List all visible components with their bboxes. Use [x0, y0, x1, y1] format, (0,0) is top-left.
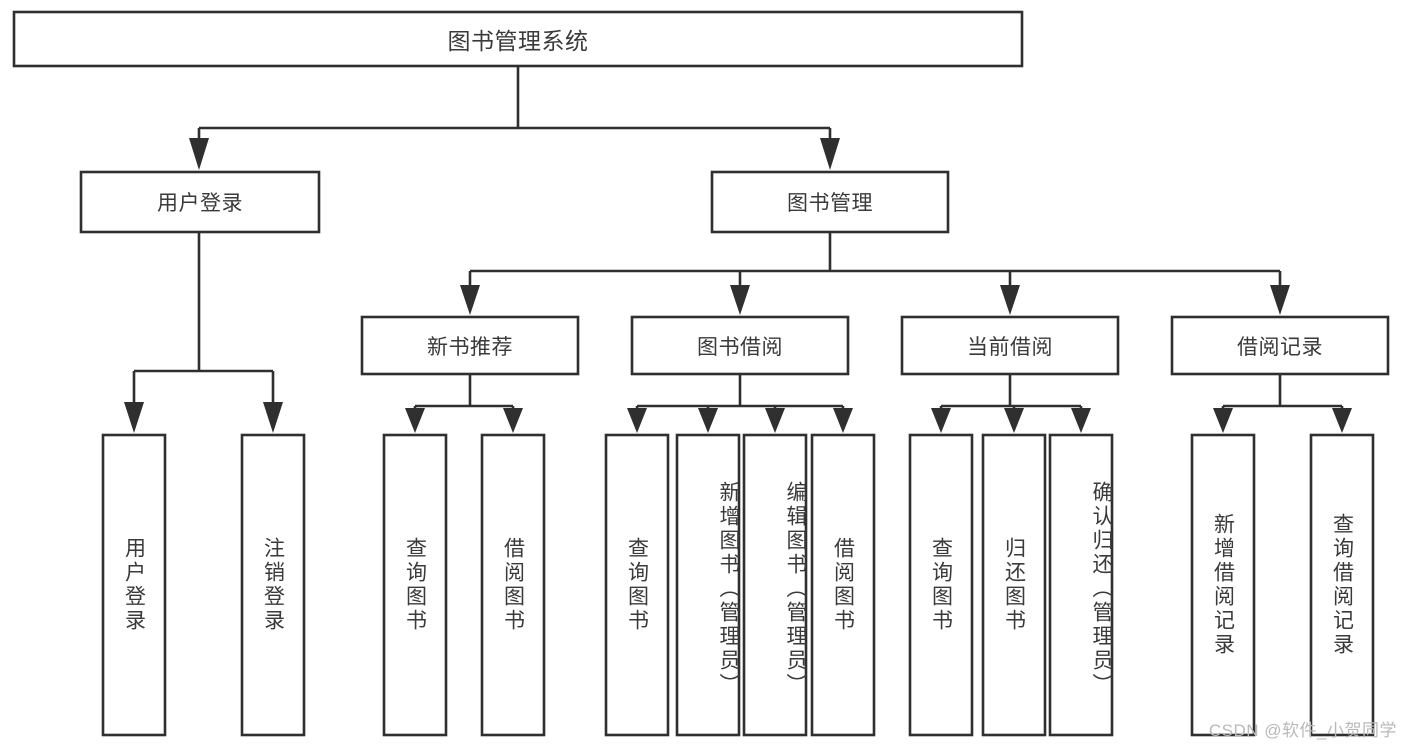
arrow-head-user-login [189, 138, 209, 170]
arrow-head-borrow-book-recommend [503, 408, 523, 433]
node-box-leaf-edit-book-admin[interactable] [742, 433, 808, 737]
node-box-leaf-query-book-borrow[interactable] [604, 433, 670, 737]
arrow-head-current-borrow [1000, 285, 1020, 315]
arrow-head-new-book-recommend [460, 285, 480, 315]
node-box-leaf-borrow-book-recommend[interactable] [480, 433, 546, 737]
node-box-book-management[interactable] [710, 170, 950, 234]
arrow-head-book-management [820, 138, 840, 170]
node-box-leaf-add-book-admin[interactable] [675, 433, 741, 737]
arrow-head-query-book-recommend [405, 408, 425, 433]
node-box-leaf-query-borrow-record[interactable] [1309, 433, 1375, 737]
connector-group [124, 66, 1352, 433]
node-box-leaf-borrow-book[interactable] [810, 433, 876, 737]
arrow-head-edit-book-admin [765, 408, 785, 433]
node-box-leaf-confirm-return-admin[interactable] [1048, 433, 1114, 737]
node-box-leaf-return-book[interactable] [981, 433, 1047, 737]
node-box-leaf-query-book-recommend[interactable] [382, 433, 448, 737]
node-box-leaf-user-login[interactable] [101, 433, 167, 737]
node-box-leaf-user-logout[interactable] [240, 433, 306, 737]
arrow-head-return-book [1004, 408, 1024, 433]
arrow-head-borrow-record [1270, 285, 1290, 315]
arrow-head-query-book-current [931, 408, 951, 433]
node-box-leaf-query-book-current[interactable] [908, 433, 974, 737]
node-rect-group [12, 10, 1390, 737]
arrow-head-query-borrow-record [1332, 408, 1352, 433]
arrow-head-leaf-user-logout [263, 402, 283, 433]
node-box-book-borrow[interactable] [630, 315, 850, 376]
arrow-head-add-borrow-record [1213, 408, 1233, 433]
arrow-head-leaf-user-login [124, 402, 144, 433]
arrow-head-add-book-admin [698, 408, 718, 433]
arrow-head-query-book-borrow [627, 408, 647, 433]
node-box-new-book-recommend[interactable] [360, 315, 580, 376]
arrow-head-borrow-book [833, 408, 853, 433]
node-box-current-borrow[interactable] [900, 315, 1120, 376]
node-box-leaf-add-borrow-record[interactable] [1190, 433, 1256, 737]
node-box-user-login[interactable] [79, 170, 321, 234]
node-box-root[interactable] [12, 10, 1024, 68]
node-box-borrow-record[interactable] [1170, 315, 1390, 376]
arrow-head-confirm-return-admin [1071, 408, 1091, 433]
arrow-head-book-borrow [730, 285, 750, 315]
